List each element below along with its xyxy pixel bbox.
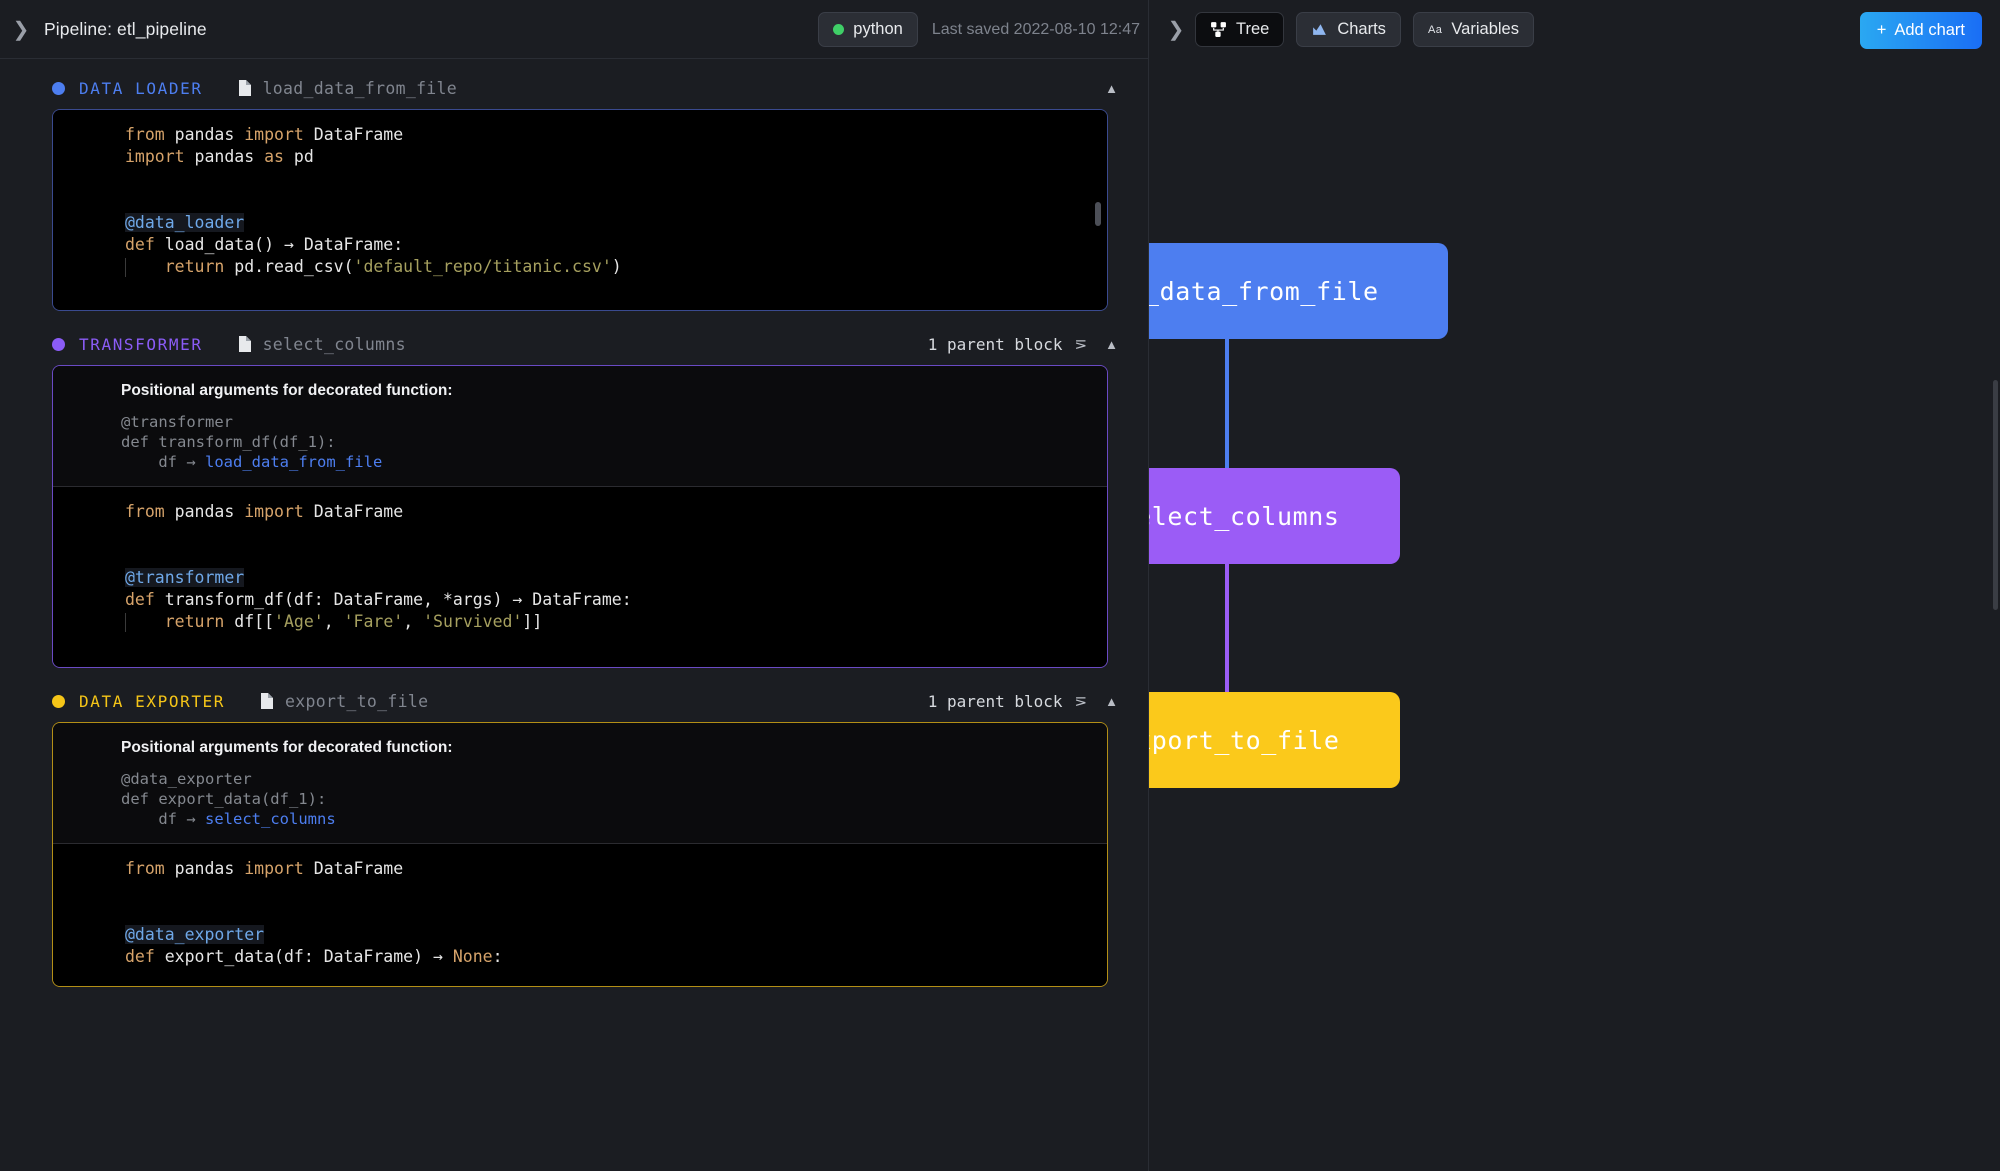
parent-block-count: 1 parent block: [927, 691, 1063, 711]
add-chart-label: Add chart: [1894, 21, 1965, 39]
last-saved-text: Last saved 2022-08-10 12:47: [931, 20, 1140, 38]
tab-charts[interactable]: Charts: [1296, 12, 1401, 47]
doc-preview-panel: Positional arguments for decorated funct…: [53, 723, 1107, 844]
code-line: import pandas as pd: [125, 147, 314, 166]
doc-title: Positional arguments for decorated funct…: [121, 739, 453, 756]
code-editor[interactable]: from pandas import DataFrame @data_expor…: [53, 844, 1107, 986]
code-line: def transform_df(df: DataFrame, *args) →…: [125, 590, 632, 609]
code-line: [53, 523, 1107, 545]
code-editor[interactable]: from pandas import DataFrame import panda…: [53, 110, 1107, 310]
tree-pane: ❯ Tree Charts Aa Variables: [1148, 0, 2000, 1171]
code-line: [53, 880, 1107, 902]
tab-variables[interactable]: Aa Variables: [1412, 12, 1534, 47]
block-export_to_file: DATA EXPORTER export_to_file 1 parent bloc…: [0, 680, 1148, 987]
tree-node-label: export_to_file: [1149, 725, 1340, 755]
doc-line: @transformer: [121, 413, 233, 431]
block-list: DATA LOADER load_data_from_file ▲ from pand…: [0, 67, 1148, 987]
block-name: export_to_file: [285, 691, 429, 711]
tree-node-export_to_file[interactable]: export_to_file: [1149, 692, 1400, 788]
block-header[interactable]: DATA LOADER load_data_from_file ▲: [0, 67, 1148, 109]
block-select_columns: TRANSFORMER select_columns 1 parent block ⋝…: [0, 323, 1148, 668]
doc-preview-panel: Positional arguments for decorated funct…: [53, 366, 1107, 487]
block-load_data_from_file: DATA LOADER load_data_from_file ▲ from pand…: [0, 67, 1148, 311]
chevron-right-icon-right[interactable]: ❯: [1167, 19, 1185, 41]
block-editor[interactable]: Positional arguments for decorated funct…: [52, 722, 1108, 987]
stack-icon[interactable]: ⋝: [1074, 693, 1088, 710]
tree-toolbar: ❯ Tree Charts Aa Variables: [1149, 0, 2000, 59]
tab-variables-label: Variables: [1451, 20, 1519, 38]
tab-tree-label: Tree: [1236, 20, 1270, 38]
code-line: from pandas import DataFrame: [125, 125, 404, 144]
code-line: @transformer: [125, 568, 245, 587]
tree-node-select_columns[interactable]: select_columns: [1149, 468, 1400, 564]
parent-block-count: 1 parent block: [927, 334, 1063, 354]
pipeline-editor-pane: ❯ Pipeline: etl_pipeline python Last sav…: [0, 0, 1148, 987]
code-line: [53, 545, 1107, 567]
file-icon: [238, 80, 251, 96]
chevron-up-icon[interactable]: ▲: [1105, 693, 1118, 709]
block-header[interactable]: TRANSFORMER select_columns 1 parent block ⋝…: [0, 323, 1148, 365]
tab-tree[interactable]: Tree: [1195, 12, 1285, 47]
doc-line: def transform_df(df_1):: [121, 433, 336, 451]
file-icon: [238, 336, 251, 352]
tree-node-load_data_from_file[interactable]: load_data_from_file: [1148, 243, 1448, 339]
stack-icon[interactable]: ⋝: [1074, 336, 1088, 353]
pipeline-header: ❯ Pipeline: etl_pipeline python Last sav…: [0, 0, 1148, 59]
block-type-dot-icon: [52, 81, 65, 95]
block-type-label: TRANSFORMER: [79, 334, 203, 354]
code-line: from pandas import DataFrame: [125, 502, 404, 521]
code-line: @data_exporter: [125, 925, 265, 944]
code-line: def export_data(df: DataFrame) → None:: [125, 947, 503, 966]
chevron-right-icon[interactable]: ❯: [12, 18, 30, 41]
editor-scrollbar[interactable]: [1095, 202, 1101, 226]
doc-line: df → select_columns: [121, 810, 336, 828]
tree-node-label: load_data_from_file: [1148, 276, 1379, 306]
block-type-dot-icon: [52, 337, 65, 351]
plus-icon: +: [1876, 21, 1887, 39]
code-line: def load_data() → DataFrame:: [125, 235, 404, 254]
chart-icon: [1313, 24, 1327, 35]
language-label: python: [853, 20, 903, 38]
code-line: [53, 902, 1107, 924]
code-editor[interactable]: from pandas import DataFrame @transforme…: [53, 487, 1107, 667]
code-line: from pandas import DataFrame: [125, 859, 404, 878]
aa-icon: Aa: [1427, 23, 1443, 36]
tree-edge: [1225, 339, 1229, 468]
page-title: Pipeline: etl_pipeline: [44, 18, 207, 39]
code-line: [53, 190, 1107, 212]
doc-title: Positional arguments for decorated funct…: [121, 382, 453, 399]
code-line: [53, 168, 1107, 190]
block-name: select_columns: [262, 334, 406, 354]
block-type-label: DATA EXPORTER: [79, 691, 226, 711]
language-chip[interactable]: python: [818, 12, 918, 47]
block-type-dot-icon: [52, 694, 65, 708]
tab-charts-label: Charts: [1337, 20, 1386, 38]
tree-icon: [1211, 22, 1226, 37]
doc-line: def export_data(df_1):: [121, 790, 327, 808]
block-name: load_data_from_file: [262, 78, 458, 98]
tree-node-label: select_columns: [1149, 501, 1340, 531]
code-line: return pd.read_csv('default_repo/titanic…: [53, 256, 1107, 278]
tree-scrollbar[interactable]: [1993, 380, 1998, 610]
chevron-up-icon[interactable]: ▲: [1105, 80, 1118, 96]
doc-line: @data_exporter: [121, 770, 252, 788]
block-editor[interactable]: from pandas import DataFrame import panda…: [52, 109, 1108, 311]
block-type-label: DATA LOADER: [79, 78, 203, 98]
chevron-up-icon[interactable]: ▲: [1105, 336, 1118, 352]
block-editor[interactable]: Positional arguments for decorated funct…: [52, 365, 1108, 668]
code-line: @data_loader: [125, 213, 245, 232]
add-chart-button[interactable]: + Add chart: [1859, 12, 1982, 49]
header-right-group: python Last saved 2022-08-10 12:47: [818, 0, 1148, 59]
tree-edge: [1225, 564, 1229, 692]
doc-line: df → load_data_from_file: [121, 453, 383, 471]
file-icon: [261, 693, 274, 709]
code-line: return df[['Age', 'Fare', 'Survived']]: [53, 611, 1107, 633]
block-header[interactable]: DATA EXPORTER export_to_file 1 parent bloc…: [0, 680, 1148, 722]
tree-canvas[interactable]: load_data_from_file select_columns export_…: [1149, 59, 2000, 1171]
status-dot-icon: [833, 24, 845, 35]
